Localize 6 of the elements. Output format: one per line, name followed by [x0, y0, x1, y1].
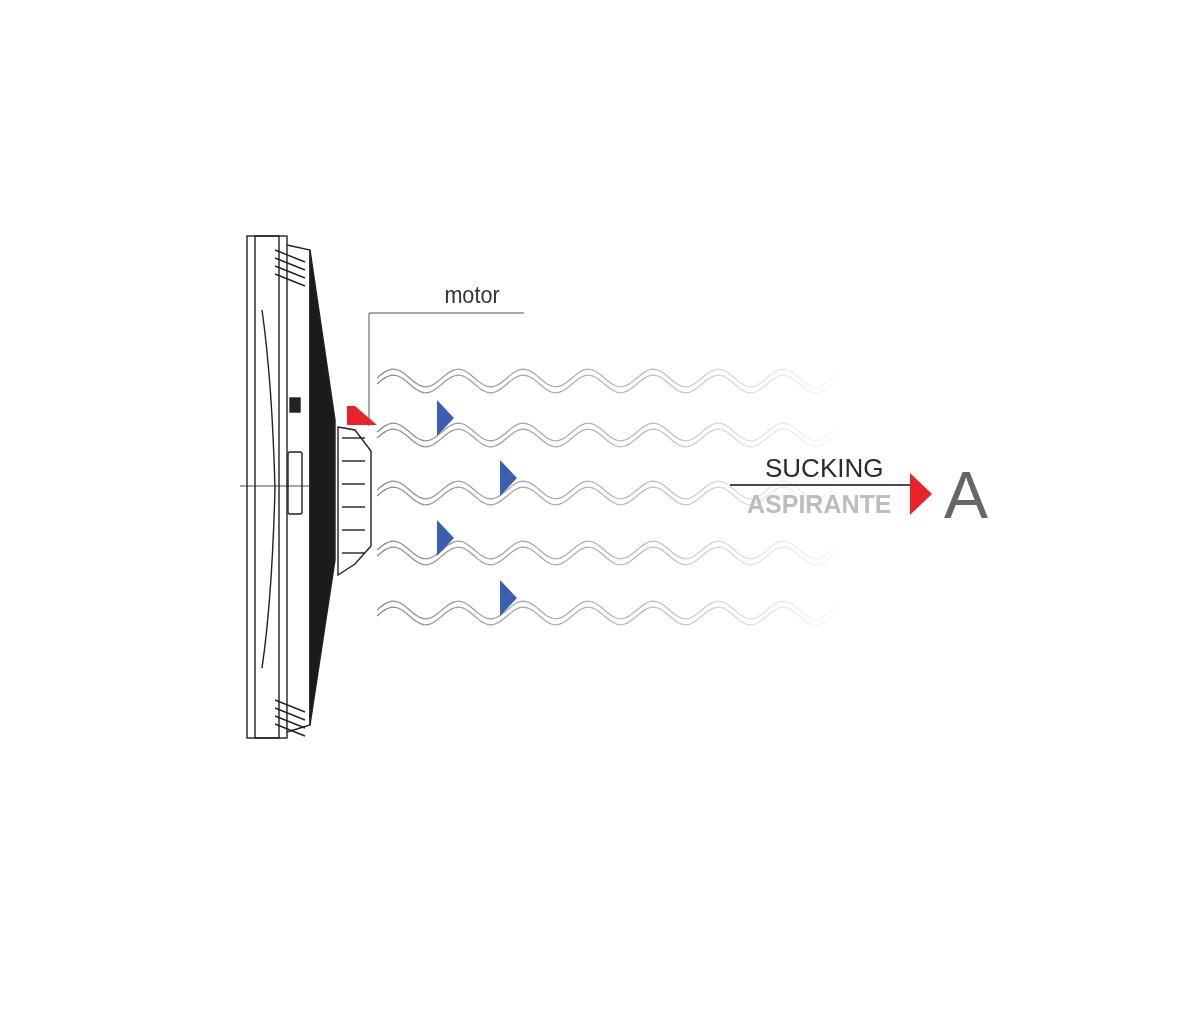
flow-label: SUCKING — [765, 455, 884, 481]
flow-label: ASPIRANTE — [747, 492, 892, 517]
flow-letter: A — [944, 462, 989, 528]
callout-label: motor — [425, 280, 519, 313]
motor-hub — [337, 426, 373, 576]
leader-line — [347, 312, 525, 427]
